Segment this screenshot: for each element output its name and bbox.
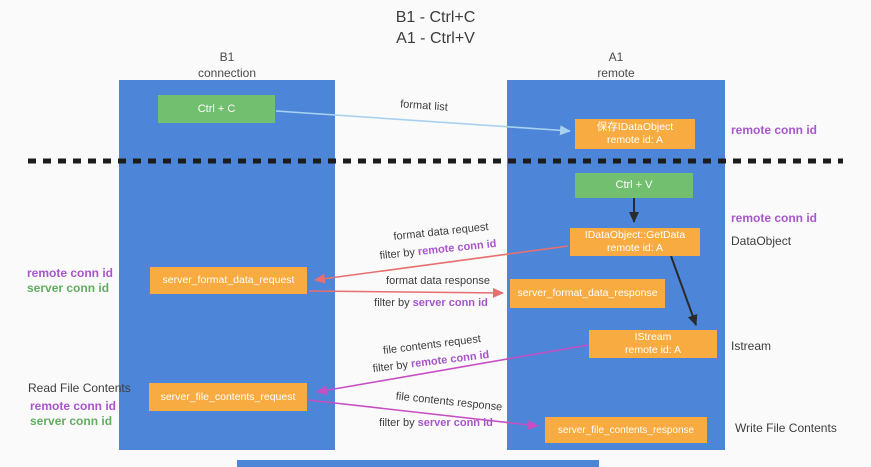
side-label-read-file-contents: Read File Contents <box>28 381 131 395</box>
side-label-left-remote-conn-id-1: remote conn id <box>27 266 114 280</box>
node-ctrl-c: Ctrl + C <box>158 95 275 123</box>
node-ctrl-v-label: Ctrl + V <box>615 179 653 191</box>
server-conn-id-key: server conn id <box>417 417 493 429</box>
node-save-idataobject: 保存IDataObject remote id: A <box>575 119 695 149</box>
side-label-left-server-conn-id-1: server conn id <box>27 281 110 295</box>
next-lane-cutoff <box>237 460 599 467</box>
side-label-remote-conn-id-1: remote conn id <box>731 123 818 137</box>
side-label-write-file-contents: Write File Contents <box>735 421 837 435</box>
lane-header-b1: B1 connection <box>119 50 335 81</box>
arrow-file-contents-request <box>316 344 589 396</box>
side-label-remote-conn-id-2: remote conn id <box>731 211 818 225</box>
node-server-format-data-request-label: server_format_data_request <box>162 274 295 286</box>
lane-b1-name: B1 <box>219 50 235 64</box>
node-server-file-contents-response-label: server_file_contents_response <box>557 424 695 436</box>
node-server-format-data-request: server_format_data_request <box>150 267 307 294</box>
side-label-dataobject: DataObject <box>731 234 792 248</box>
title-line-1: B1 - Ctrl+C <box>395 9 476 26</box>
edge-label-format-data-response: format data response <box>386 275 490 287</box>
edge-label-format-data-response-filter: filter by server conn id <box>374 297 488 309</box>
arrow-file-contents-response <box>307 399 539 430</box>
lane-header-a1: A1 remote <box>507 50 725 81</box>
node-idataobject-getdata-line1: IDataObject::GetData <box>584 229 686 241</box>
node-server-file-contents-response: server_file_contents_response <box>545 417 707 443</box>
diagram-title: B1 - Ctrl+C A1 - Ctrl+V <box>0 8 871 50</box>
arrow-getdata-to-istream <box>670 255 698 326</box>
filter-by-text: filter by <box>374 297 413 309</box>
lane-a1-name: A1 <box>608 50 624 64</box>
arrow-format-data-request <box>314 245 569 284</box>
node-save-idataobject-line2: remote id: A <box>606 134 664 146</box>
edge-label-file-contents-response-filter: filter by server conn id <box>379 417 493 429</box>
node-server-format-data-response-label: server_format_data_response <box>517 287 658 299</box>
side-label-left-server-conn-id-2: server conn id <box>30 414 113 428</box>
node-idataobject-getdata: IDataObject::GetData remote id: A <box>570 228 700 256</box>
lane-b1-role: connection <box>197 65 257 80</box>
title-line-2: A1 - Ctrl+V <box>396 29 475 47</box>
side-label-istream: Istream <box>731 339 772 353</box>
side-label-left-remote-conn-id-2: remote conn id <box>30 399 117 413</box>
node-server-format-data-response: server_format_data_response <box>510 279 665 308</box>
node-ctrl-v: Ctrl + V <box>575 173 693 198</box>
node-save-idataobject-line1: 保存IDataObject <box>596 121 674 133</box>
node-istream-line1: IStream <box>634 331 672 343</box>
arrow-format-list <box>275 110 571 136</box>
lane-a1-role: remote <box>597 65 635 80</box>
node-istream-line2: remote id: A <box>624 344 682 356</box>
node-istream: IStream remote id: A <box>589 330 717 358</box>
server-conn-id-key: server conn id <box>412 297 488 309</box>
node-server-file-contents-request: server_file_contents_request <box>149 383 307 411</box>
arrow-format-data-response <box>308 287 504 298</box>
node-ctrl-c-label: Ctrl + C <box>197 102 236 115</box>
node-server-file-contents-request-label: server_file_contents_request <box>160 390 296 403</box>
node-idataobject-getdata-line2: remote id: A <box>606 242 664 254</box>
filter-by-text: filter by <box>379 417 418 429</box>
